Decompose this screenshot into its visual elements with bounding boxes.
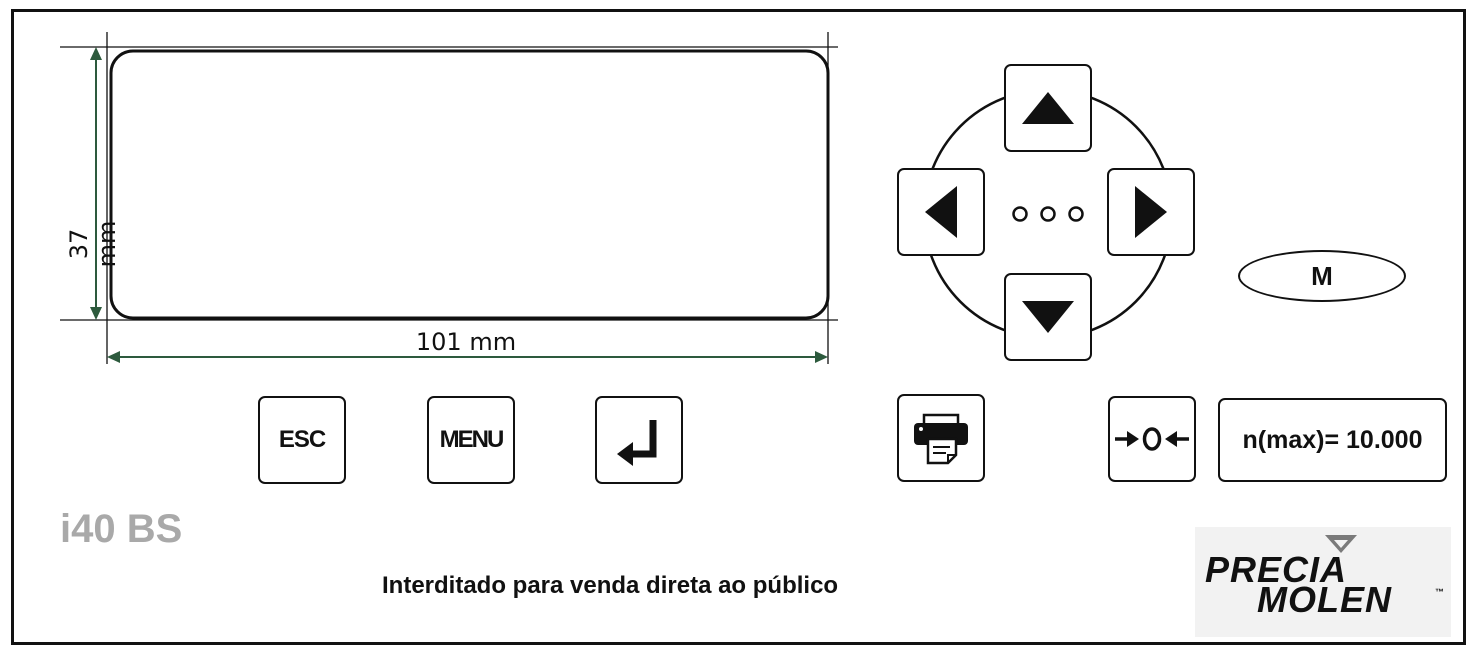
width-arrow-right — [815, 351, 828, 363]
width-arrow-left — [107, 351, 120, 363]
enter-icon — [617, 420, 657, 466]
up-key[interactable] — [1004, 64, 1092, 152]
arrow-down-icon — [1022, 301, 1074, 333]
height-arrow-top — [90, 47, 102, 60]
menu-key-label: MENU — [439, 426, 505, 453]
menu-key[interactable]: MENU — [427, 396, 515, 484]
logo-line-2: MOLEN — [1257, 579, 1392, 620]
printer-icon — [914, 413, 968, 465]
arrow-right-icon — [1135, 186, 1167, 238]
panel-frame — [11, 9, 1466, 645]
arrow-up-icon — [1022, 92, 1074, 124]
right-key[interactable] — [1107, 168, 1195, 256]
nmax-label-box: n(max)= 10.000 — [1218, 398, 1447, 482]
arrow-left-icon — [925, 186, 957, 238]
height-dimension-label: 37 mm — [65, 220, 121, 268]
three-dots-icon — [1012, 206, 1084, 222]
print-key[interactable] — [897, 394, 985, 482]
zero-icon — [1115, 427, 1189, 451]
esc-key[interactable]: ESC — [258, 396, 346, 484]
display-window — [109, 49, 830, 320]
width-dimension-label: 101 mm — [415, 328, 517, 356]
left-key[interactable] — [897, 168, 985, 256]
sale-notice: Interditado para venda direta ao público — [382, 572, 839, 599]
m-key[interactable]: M — [1238, 250, 1406, 302]
logo-line-1: PRECIA — [1205, 549, 1348, 590]
esc-key-label: ESC — [278, 426, 326, 453]
height-arrow-bottom — [90, 307, 102, 320]
model-name: i40 BS — [60, 507, 183, 551]
m-key-label: M — [1311, 260, 1333, 291]
precia-molen-logo: PRECIA MOLEN ™ — [1195, 527, 1451, 637]
nmax-label: n(max)= 10.000 — [1242, 425, 1423, 454]
logo-triangle-icon — [1325, 535, 1357, 553]
logo-trademark: ™ — [1435, 587, 1444, 597]
zero-key[interactable] — [1108, 396, 1196, 482]
enter-key[interactable] — [595, 396, 683, 484]
down-key[interactable] — [1004, 273, 1092, 361]
